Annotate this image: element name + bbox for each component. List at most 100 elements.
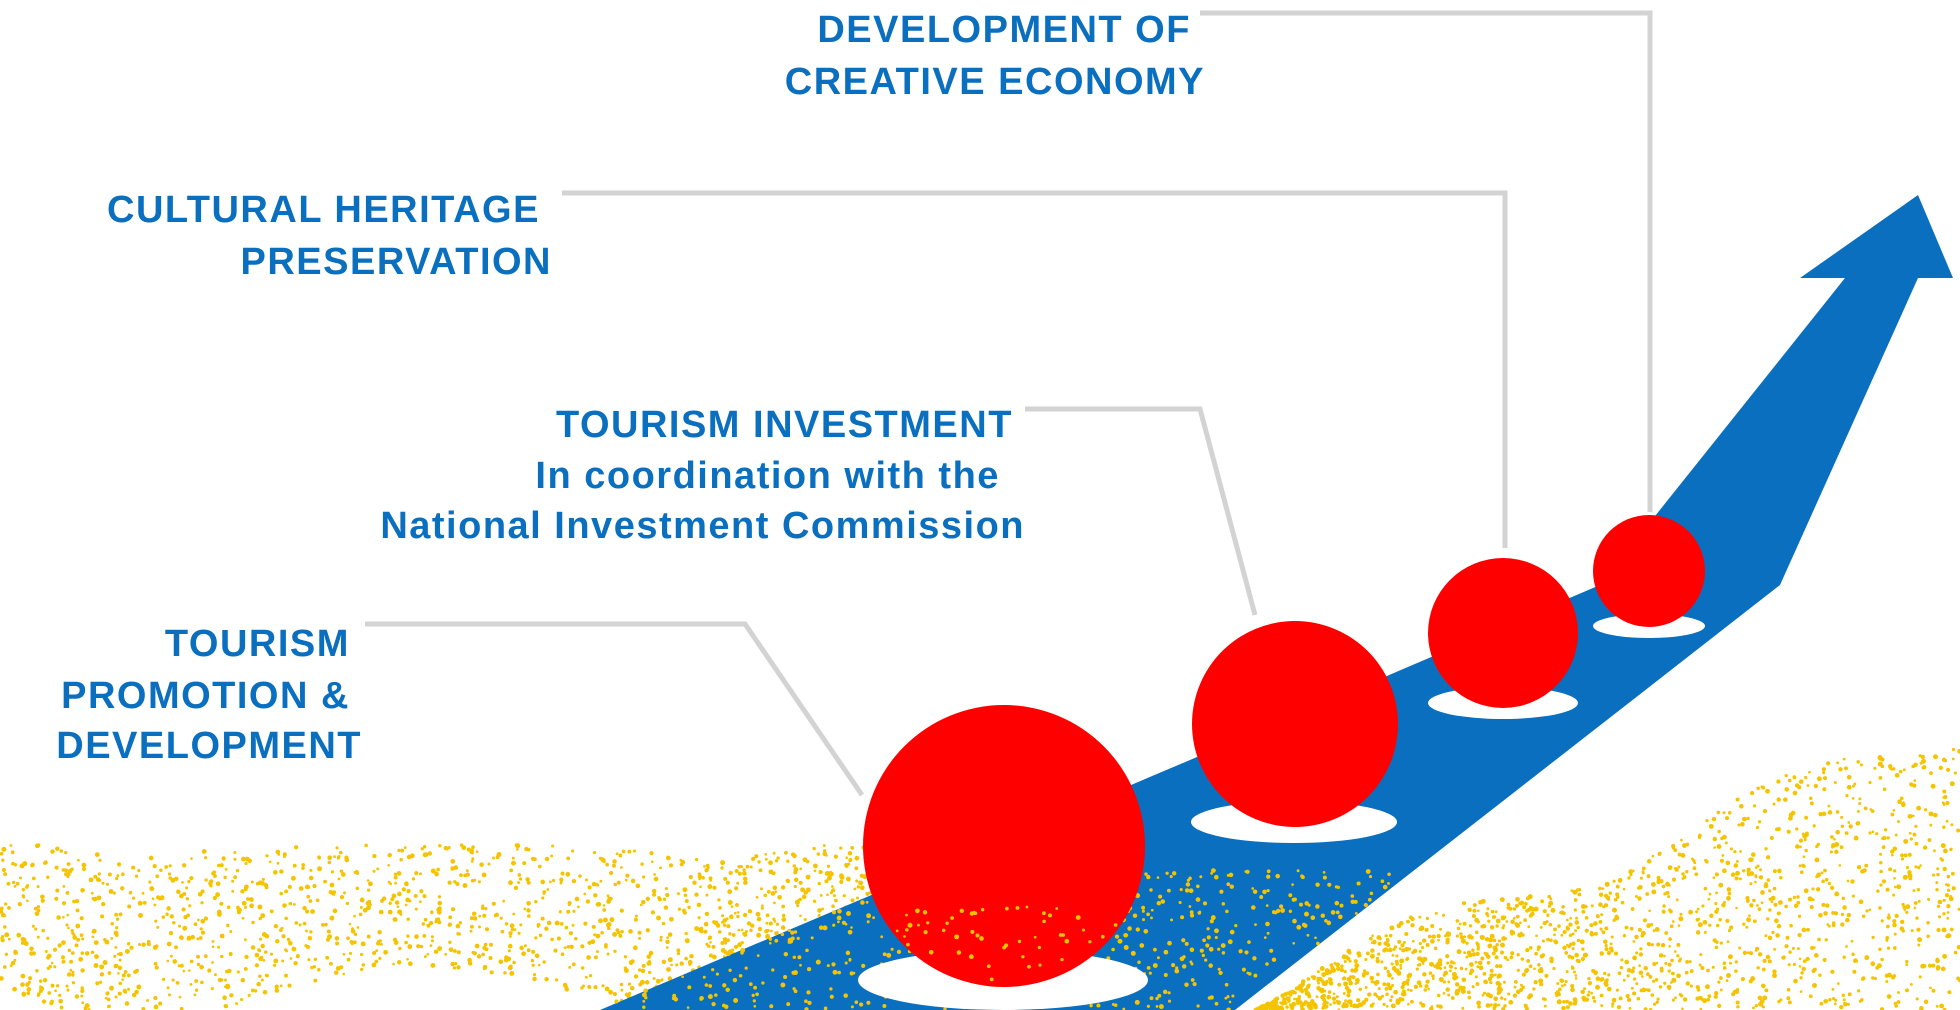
yellow-dot <box>1082 928 1085 932</box>
yellow-dot <box>1292 918 1297 924</box>
yellow-dot <box>1037 945 1042 950</box>
yellow-dot <box>684 931 688 936</box>
yellow-dot <box>572 909 576 913</box>
yellow-dot <box>1840 922 1845 927</box>
yellow-dot <box>1809 796 1813 801</box>
yellow-dot <box>1485 1003 1491 1008</box>
yellow-dot <box>342 952 346 956</box>
yellow-dot <box>786 1002 791 1007</box>
yellow-dot <box>1864 863 1869 868</box>
yellow-dot <box>786 859 790 863</box>
yellow-dot <box>1917 943 1921 947</box>
yellow-dot <box>250 988 255 993</box>
yellow-dot <box>1434 911 1438 915</box>
yellow-dot <box>584 975 588 979</box>
yellow-dot <box>731 933 736 937</box>
yellow-dot <box>1680 853 1686 858</box>
yellow-dot <box>1915 997 1919 1001</box>
yellow-dot <box>1914 865 1918 869</box>
yellow-dot <box>696 902 702 908</box>
yellow-dot <box>1445 987 1450 992</box>
yellow-dot <box>404 903 408 907</box>
yellow-dot <box>1652 961 1657 967</box>
yellow-dot <box>757 860 761 864</box>
yellow-dot <box>1929 986 1932 990</box>
yellow-dot <box>387 880 391 884</box>
yellow-dot <box>1663 954 1666 958</box>
yellow-dot <box>1263 936 1267 939</box>
yellow-dot <box>763 893 768 898</box>
yellow-dot <box>1561 1005 1566 1010</box>
yellow-dot <box>378 939 382 943</box>
label-tourism-promotion: TOURISM PROMOTION & DEVELOPMENT <box>56 623 362 767</box>
yellow-dot <box>268 860 272 864</box>
yellow-dot <box>348 951 353 955</box>
yellow-dot <box>1437 938 1440 942</box>
yellow-dot <box>1459 966 1464 971</box>
yellow-dot <box>852 971 856 975</box>
yellow-dot <box>687 985 692 990</box>
yellow-dot <box>1340 964 1344 968</box>
yellow-dot <box>1516 952 1520 957</box>
yellow-dot <box>1712 876 1716 879</box>
yellow-dot <box>806 966 812 972</box>
yellow-dot <box>1490 909 1495 914</box>
yellow-dot <box>1201 953 1205 958</box>
yellow-dot <box>619 908 624 913</box>
yellow-dot <box>1461 977 1467 983</box>
yellow-dot <box>1497 1003 1501 1007</box>
yellow-dot <box>1495 964 1499 969</box>
yellow-dot <box>414 871 419 876</box>
yellow-dot <box>1488 993 1493 999</box>
yellow-dot <box>308 875 314 881</box>
yellow-dot <box>1407 1002 1410 1006</box>
yellow-dot <box>99 964 105 970</box>
yellow-dot <box>491 901 496 906</box>
yellow-dot <box>62 884 66 888</box>
yellow-dot <box>1397 939 1402 944</box>
yellow-dot <box>1342 991 1346 995</box>
yellow-dot <box>1946 767 1951 772</box>
yellow-dot <box>969 911 975 916</box>
yellow-dot <box>770 929 773 933</box>
yellow-dot <box>1881 845 1886 849</box>
yellow-dot <box>648 970 652 975</box>
yellow-dot <box>171 978 175 982</box>
yellow-dot <box>394 900 400 905</box>
yellow-dot <box>1317 981 1320 985</box>
yellow-dot <box>1315 882 1320 887</box>
yellow-dot <box>26 991 31 996</box>
yellow-dot <box>437 895 442 899</box>
yellow-dot <box>340 872 346 877</box>
yellow-dot <box>817 913 821 917</box>
yellow-dot <box>651 888 657 894</box>
yellow-dot <box>1199 948 1204 953</box>
yellow-dot <box>7 905 11 910</box>
yellow-dot <box>1682 875 1687 879</box>
yellow-dot-texture <box>0 747 1960 1010</box>
yellow-dot <box>110 936 114 940</box>
yellow-dot <box>1506 902 1511 907</box>
yellow-dot <box>513 928 517 931</box>
yellow-dot <box>973 911 977 915</box>
yellow-dot <box>1848 824 1853 829</box>
yellow-dot <box>1879 1007 1885 1010</box>
yellow-dot <box>1863 806 1868 811</box>
yellow-dot <box>1727 928 1732 933</box>
yellow-dot <box>653 876 659 882</box>
yellow-dot <box>1722 966 1727 970</box>
yellow-dot <box>396 959 402 965</box>
yellow-dot <box>753 1004 757 1008</box>
yellow-dot <box>1632 966 1636 970</box>
yellow-dot <box>317 856 321 860</box>
yellow-dot <box>1142 918 1145 922</box>
yellow-dot <box>1808 994 1813 999</box>
yellow-dot <box>1259 895 1264 899</box>
yellow-dot <box>829 987 833 991</box>
yellow-dot <box>141 1006 146 1010</box>
yellow-dot <box>1939 901 1943 904</box>
yellow-dot <box>1613 951 1619 956</box>
yellow-dot <box>1471 913 1476 919</box>
yellow-dot <box>174 945 178 950</box>
yellow-dot <box>652 892 657 897</box>
